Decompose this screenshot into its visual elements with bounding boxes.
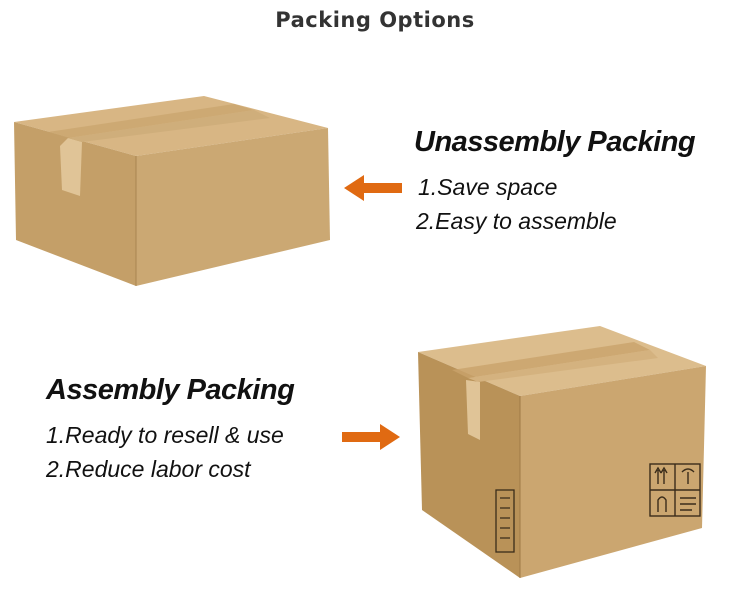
assembly-point-1: 1.Ready to resell & use xyxy=(46,422,284,448)
unassembly-point-1: 1.Save space xyxy=(418,174,558,200)
assembly-heading: Assembly Packing xyxy=(46,374,295,406)
assembly-point-2: 2.Reduce labor cost xyxy=(46,456,251,482)
unassembly-heading: Unassembly Packing xyxy=(414,126,696,158)
assembled-box-illustration xyxy=(418,326,706,578)
unassembly-point-2: 2.Easy to assemble xyxy=(416,208,617,234)
arrow-left-icon xyxy=(344,175,402,201)
arrow-right-icon xyxy=(342,424,400,450)
page-title: Packing Options xyxy=(275,8,475,32)
flat-box-illustration xyxy=(14,96,330,286)
handling-symbols-icon xyxy=(649,463,701,517)
